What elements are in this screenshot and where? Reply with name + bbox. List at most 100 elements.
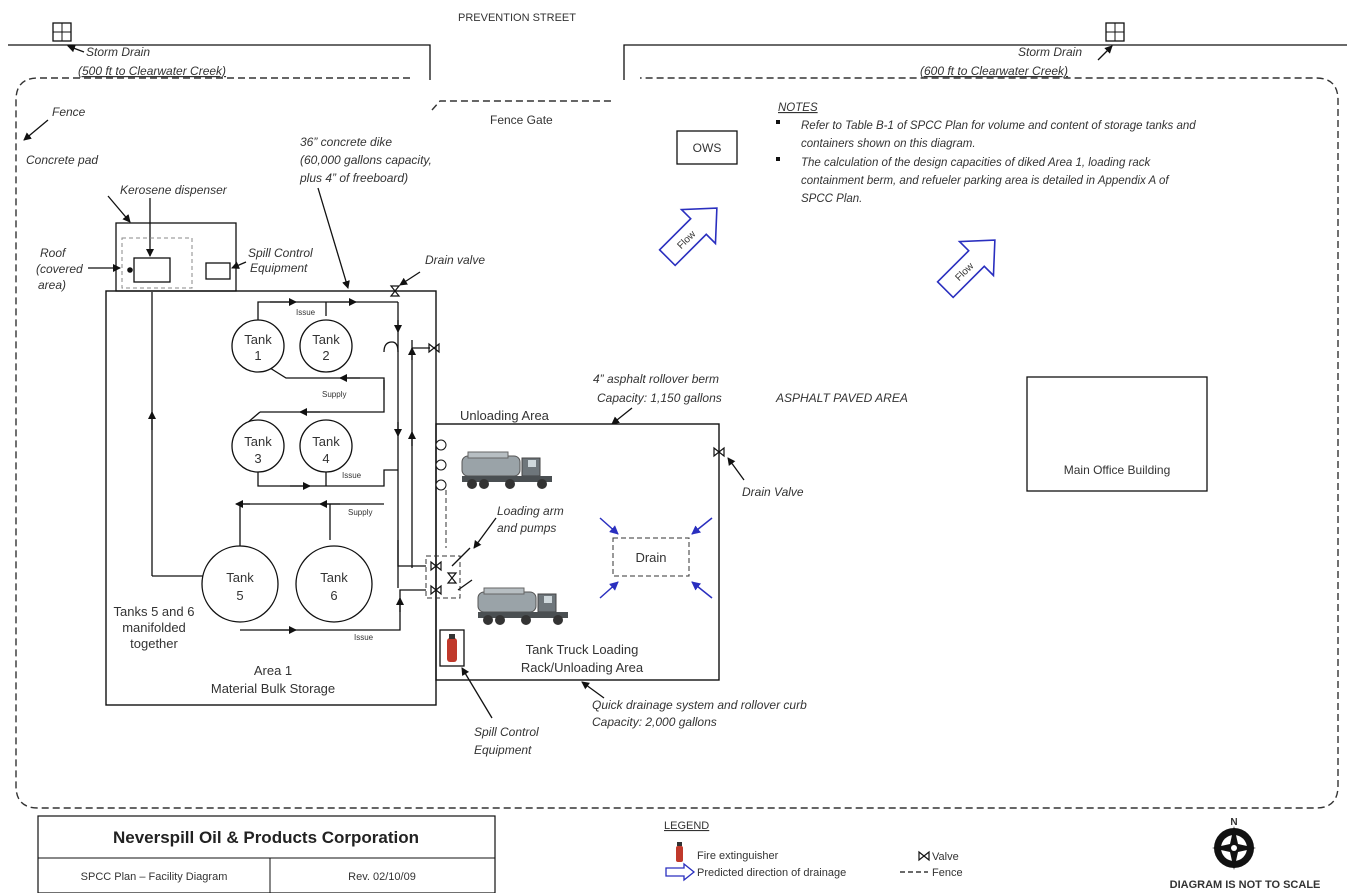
roof-label-2: (covered (36, 262, 83, 276)
notes-heading: NOTES (778, 102, 818, 114)
spill-control-top-arrow (231, 261, 247, 269)
tank-1: Tank 1 (231, 319, 285, 373)
tank-3-number: 3 (254, 451, 261, 466)
issue-label-2: Issue (342, 471, 362, 480)
spill-control-bottom-arrow (461, 667, 493, 719)
storm-drain-right-sub: (600 ft to Clearwater Creek) (920, 64, 1068, 78)
supply-label-1: Supply (322, 390, 346, 399)
perimeter-fence (15, 77, 1339, 809)
main-office-building (1026, 376, 1208, 492)
storm-drain-right-label: Storm Drain (1018, 45, 1082, 59)
street-edge-left (8, 44, 431, 80)
storm-drain-left-arrow (67, 44, 85, 53)
roof-marker (127, 267, 133, 273)
loading-rack-area (435, 423, 720, 681)
hose-connector-3 (435, 479, 447, 491)
storm-drain-left-label: Storm Drain (86, 45, 150, 59)
storm-drain-left-sub: (500 ft to Clearwater Creek) (78, 64, 226, 78)
drain-valve-right-label: Drain Valve (742, 485, 804, 499)
tank-6: Tank 6 (295, 545, 373, 623)
kerosene-dispenser (133, 257, 171, 283)
legend-drainage-label: Predicted direction of drainage (697, 867, 846, 879)
issue-line-34 (257, 462, 398, 487)
berm-arrow (611, 407, 633, 425)
fire-extinguisher-icon (439, 629, 465, 667)
hose-connector-2 (435, 459, 447, 471)
tank-3-label: Tank (244, 434, 272, 449)
legend-fire-label: Fire extinguisher (697, 850, 779, 862)
kerosene-label: Kerosene dispenser (120, 183, 228, 197)
concrete-pad-arrow (107, 195, 131, 223)
drain-arrow-nw (599, 517, 619, 535)
legend-valve-icon (918, 851, 930, 861)
not-to-scale-label: DIAGRAM IS NOT TO SCALE (1170, 879, 1321, 891)
roof-label-3: area) (38, 278, 66, 292)
tank-3: Tank 3 (231, 419, 285, 473)
fence-label: Fence (52, 105, 86, 119)
manifold-valve-icon (428, 343, 440, 353)
spill-control-bottom-label-2: Equipment (474, 743, 532, 757)
street-edge-right (623, 44, 1347, 80)
truck-top-icon (461, 451, 553, 490)
issue-to-pump (397, 540, 426, 567)
storm-drain-right-icon (1105, 22, 1125, 42)
tank-5-number: 5 (236, 588, 243, 603)
dike-label-2: (60,000 gallons capacity, (300, 153, 432, 167)
dike-label-3: plus 4” of freeboard) (299, 171, 408, 185)
tank-1-label: Tank (244, 332, 272, 347)
roof-area (121, 237, 193, 289)
tank-2-label: Tank (312, 332, 340, 347)
supply-label-2: Supply (348, 508, 372, 517)
spill-control-top-label-2: Equipment (250, 261, 308, 275)
notes-bullet-2 (776, 157, 780, 161)
loading-arm-2 (457, 579, 473, 591)
tank-truck-label-2: Rack/Unloading Area (521, 660, 644, 675)
street-label: PREVENTION STREET (458, 12, 576, 24)
notes-item-1-line-2: containers shown on this diagram. (801, 138, 976, 150)
fence-gate-line (431, 100, 612, 111)
drain-arrow-se (691, 581, 713, 599)
berm-label-1: 4” asphalt rollover berm (593, 372, 719, 386)
ows-label: OWS (693, 141, 722, 155)
drain-valve-top-arrow (399, 271, 421, 286)
legend-valve-label: Valve (932, 851, 959, 863)
loading-arm-box (425, 555, 461, 599)
drain-valve-right-arrow (727, 457, 745, 481)
fence-gate-label: Fence Gate (490, 113, 553, 127)
north-label: N (1230, 817, 1237, 828)
tank-6-label: Tank (320, 570, 348, 585)
quick-drainage-label-1: Quick drainage system and rollover curb (592, 698, 807, 712)
loading-arm-arrow (473, 517, 497, 549)
doc-rev: Rev. 02/10/09 (348, 871, 416, 883)
tank-4: Tank 4 (299, 419, 353, 473)
roof-label-1: Roof (40, 246, 67, 260)
spill-control-top-label-1: Spill Control (248, 246, 313, 260)
spill-control-bottom-label-1: Spill Control (474, 725, 539, 739)
tanks56-label-3: together (130, 636, 178, 651)
main-office-label: Main Office Building (1064, 463, 1171, 477)
loading-arm-label-2: and pumps (497, 521, 556, 535)
legend-drainage-arrow-icon (665, 862, 696, 882)
fence-arrow (23, 119, 49, 141)
concrete-pad-label: Concrete pad (26, 153, 98, 167)
ows-box (676, 130, 738, 165)
unloading-area-label: Unloading Area (460, 408, 550, 423)
drain-arrow-ne (691, 517, 713, 535)
area1-label-1: Area 1 (254, 663, 292, 678)
asphalt-label: ASPHALT PAVED AREA (775, 391, 908, 405)
supply-line-12 (260, 367, 385, 413)
notes-item-1-line-1: Refer to Table B-1 of SPCC Plan for volu… (801, 120, 1196, 132)
pipe-crossover (383, 341, 399, 353)
north-compass-icon (1212, 826, 1256, 870)
tank-4-label: Tank (312, 434, 340, 449)
tank-2-number: 2 (322, 348, 329, 363)
loading-arm-1 (451, 547, 471, 567)
loading-valve-3 (447, 572, 457, 584)
loading-arm-label-1: Loading arm (497, 504, 564, 518)
flow-arrow-1: Flow (658, 207, 718, 267)
drain-valve-top-label: Drain valve (425, 253, 485, 267)
area1-label-2: Material Bulk Storage (211, 681, 335, 696)
issue-label-1: Issue (296, 308, 316, 317)
truck-bottom-icon (477, 587, 569, 626)
